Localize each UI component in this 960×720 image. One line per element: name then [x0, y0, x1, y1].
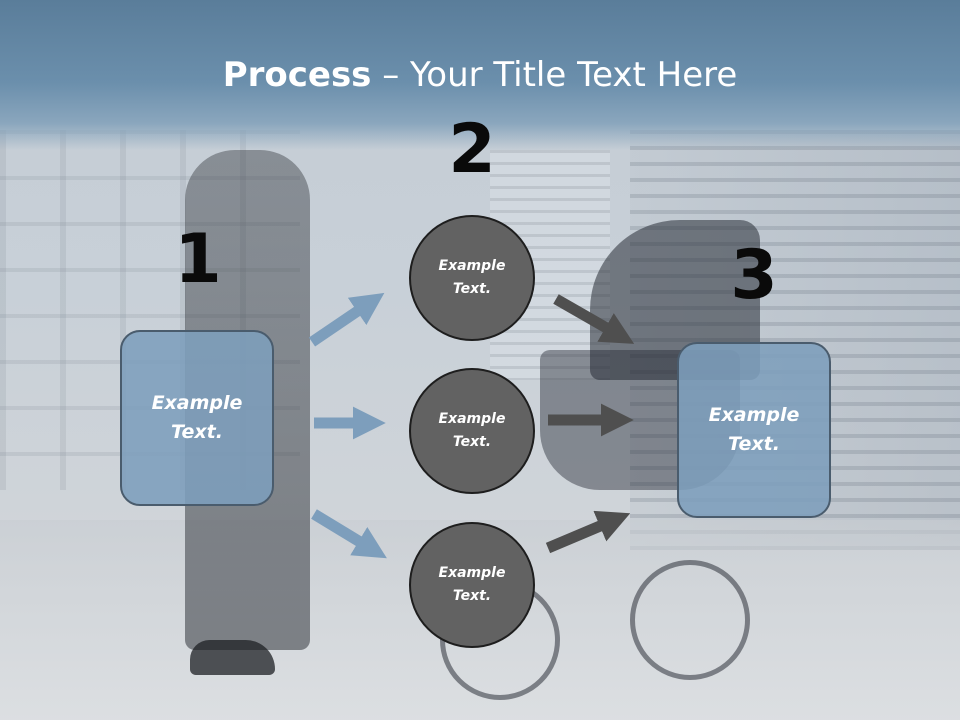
background-shoe [190, 640, 275, 675]
arrow-top-to-right [553, 294, 635, 344]
step-1-box: Example Text. [120, 330, 274, 506]
circle-bottom-text: Example Text. [438, 565, 506, 604]
step-3-box: Example Text. [677, 342, 831, 518]
slide-title: Process – Your Title Text Here [0, 52, 960, 98]
step-2-circle-bottom: Example Text. [409, 522, 535, 648]
step-number-3: 3 [730, 236, 778, 315]
arrow-bottom-to-right [545, 510, 631, 554]
step-2-circle-top: Example Text. [409, 215, 535, 341]
step-1-text: Example Text. [151, 392, 243, 443]
circle-top-text: Example Text. [438, 258, 506, 297]
step-2-circle-middle: Example Text. [409, 368, 535, 494]
arrow-left-to-bottom [311, 509, 387, 559]
step-3-text: Example Text. [708, 404, 800, 455]
step-number-1: 1 [174, 220, 222, 299]
title-rest: – Your Title Text Here [371, 55, 738, 95]
arrow-left-to-top [308, 292, 385, 347]
title-bold: Process [222, 55, 372, 95]
step-number-2: 2 [448, 110, 496, 189]
circle-middle-text: Example Text. [438, 411, 506, 450]
title-band [0, 0, 960, 150]
background-pram-wheel [630, 560, 750, 680]
